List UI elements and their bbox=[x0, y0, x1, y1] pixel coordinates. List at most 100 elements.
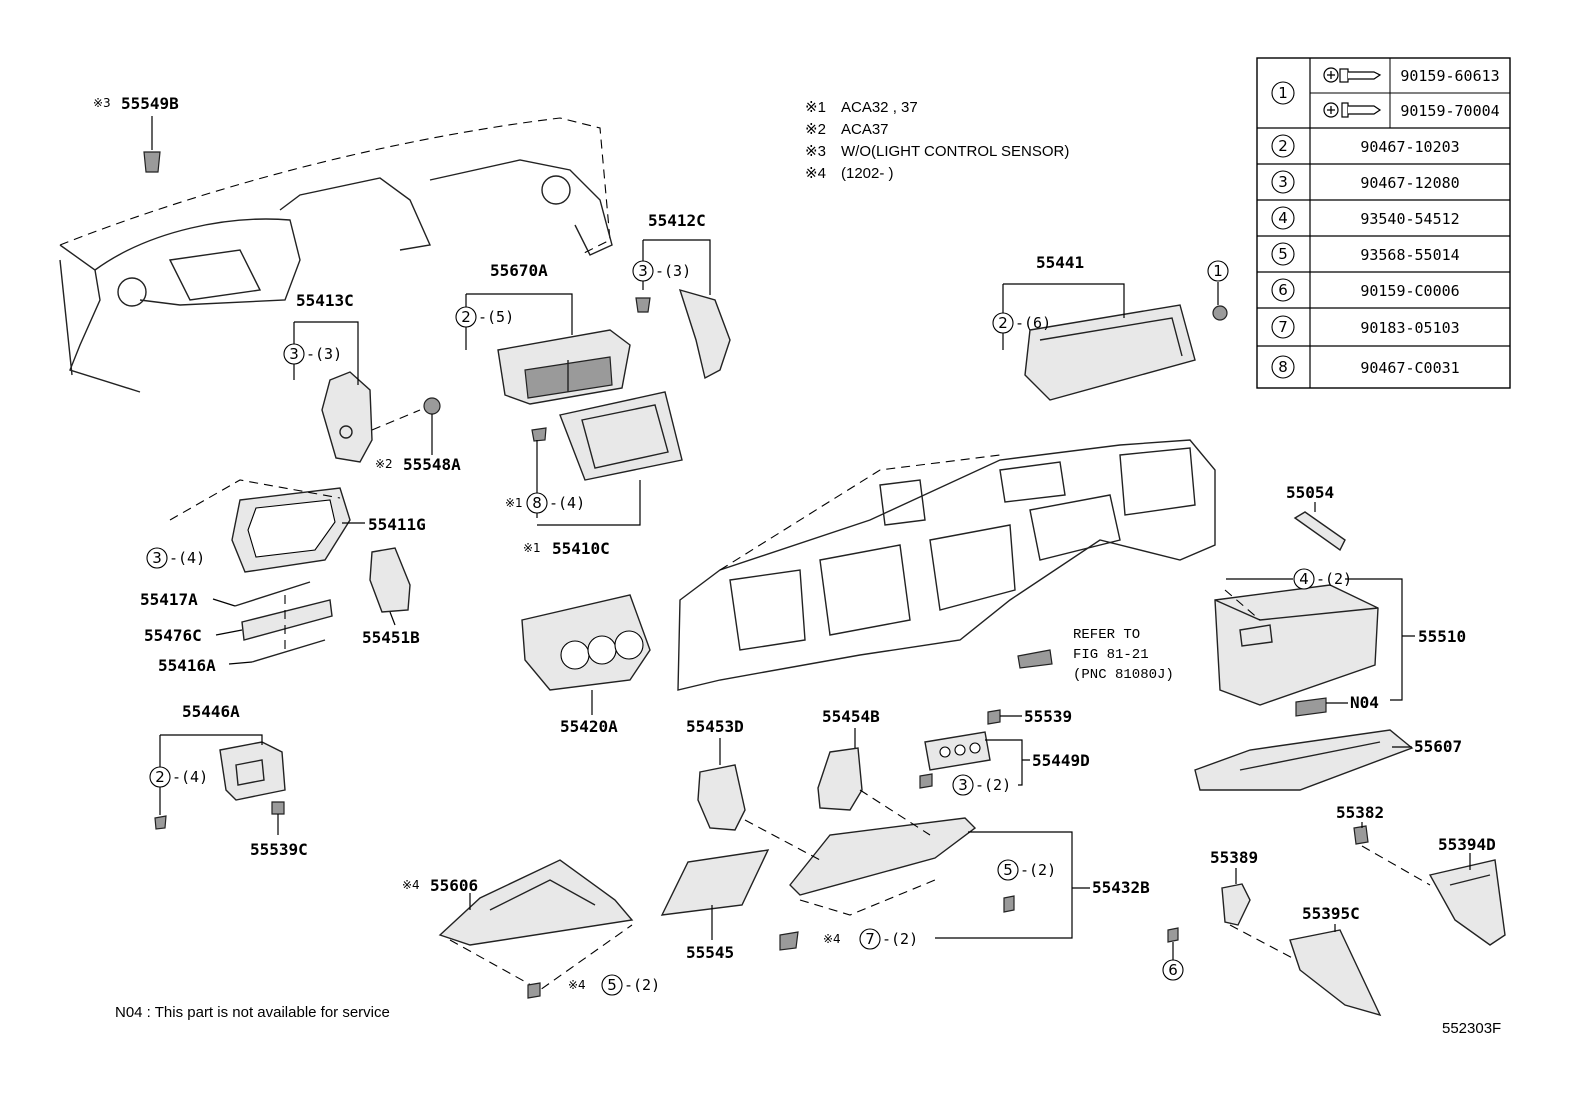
part-label-55382: 55382 bbox=[1336, 803, 1384, 822]
refer-line-1: REFER TO bbox=[1073, 627, 1140, 643]
part-label-N04: N04 bbox=[1350, 693, 1379, 712]
connector-drawing bbox=[1017, 649, 1053, 669]
part-label-55539C: 55539C bbox=[250, 840, 308, 859]
callout-circle-6: 6 bbox=[1168, 961, 1178, 979]
callout-circle-3: 3 bbox=[958, 776, 968, 794]
callout-circle-3: 3 bbox=[152, 549, 162, 567]
part-label-55441: 55441 bbox=[1036, 253, 1084, 272]
note-1-text: ACA32 , 37 bbox=[841, 99, 918, 116]
mark-label: ※1 bbox=[505, 496, 523, 510]
part-55382-drawing bbox=[1353, 825, 1431, 886]
refer-line-2: FIG 81-21 bbox=[1073, 647, 1149, 663]
callout-qty: -(4) bbox=[169, 549, 205, 567]
callout-circle-2: 2 bbox=[998, 314, 1008, 332]
leader-lines bbox=[151, 116, 1471, 962]
part-55420A-drawing bbox=[521, 594, 651, 691]
dashboard-upper-panel-drawing bbox=[59, 117, 613, 393]
callout-qty: -(4) bbox=[172, 768, 208, 786]
notes-block: ※1 ACA32 , 37 ※2 ACA37 ※3 W/O(LIGHT CONT… bbox=[805, 99, 1069, 182]
callout-qty: -(4) bbox=[549, 494, 585, 512]
callout-circle-3: 3 bbox=[289, 345, 299, 363]
part-55389-drawing bbox=[1167, 883, 1301, 963]
screw-icon bbox=[1323, 102, 1382, 118]
part-label-55416A: 55416A bbox=[158, 656, 216, 675]
table-part-6: 90159-C0006 bbox=[1360, 282, 1459, 300]
table-part-7: 90183-05103 bbox=[1360, 319, 1459, 337]
callout-qty: -(2) bbox=[1020, 861, 1056, 879]
part-label-55545: 55545 bbox=[686, 943, 734, 962]
part-label-55389: 55389 bbox=[1210, 848, 1258, 867]
part-label-55453D: 55453D bbox=[686, 717, 744, 736]
part-55449D-drawing bbox=[919, 709, 1001, 789]
note-4-text: (1202- ) bbox=[841, 165, 894, 182]
callout-circle-1: 1 bbox=[1213, 262, 1223, 280]
table-ref-8: 8 bbox=[1278, 358, 1288, 376]
part-label-55548A: 55548A bbox=[403, 455, 461, 474]
availability-note: N04 : This part is not available for ser… bbox=[115, 1004, 390, 1021]
part-55606-drawing bbox=[438, 859, 634, 999]
callout-circle-5: 5 bbox=[607, 976, 617, 994]
callout-circle-3: 3 bbox=[638, 262, 648, 280]
part-label-55476C: 55476C bbox=[144, 626, 202, 645]
table-ref-1: 1 bbox=[1278, 84, 1288, 102]
fastener-callouts: 3 -(3) 2 -(5) 3 -(3) 2 -(6) 1 ※1 8 -(4) … bbox=[146, 260, 1352, 996]
note-1-mark: ※1 bbox=[805, 99, 826, 116]
table-part-3: 90467-12080 bbox=[1360, 174, 1459, 192]
part-55412C-drawing bbox=[635, 288, 731, 380]
part-55548A-drawing bbox=[423, 397, 441, 450]
part-55411G-drawing bbox=[169, 479, 351, 573]
part-55545-drawing bbox=[660, 849, 770, 916]
part-55451B-drawing bbox=[369, 547, 411, 613]
mark-label: ※3 bbox=[93, 96, 111, 110]
table-part-1a: 90159-60613 bbox=[1400, 67, 1499, 85]
table-ref-5: 5 bbox=[1278, 245, 1288, 263]
part-label-55413C: 55413C bbox=[296, 291, 354, 310]
part-label-55417A: 55417A bbox=[140, 590, 198, 609]
part-label-55394D: 55394D bbox=[1438, 835, 1496, 854]
garnish-strips-drawing bbox=[234, 581, 333, 663]
part-55413C-drawing bbox=[321, 371, 421, 463]
callout-circle-2: 2 bbox=[461, 308, 471, 326]
part-label-55449D: 55449D bbox=[1032, 751, 1090, 770]
part-55670A-drawing bbox=[497, 329, 631, 405]
part-labels: ※3 55549B 55413C ※2 55548A 55670A 55412C… bbox=[93, 94, 1496, 962]
callout-qty: -(6) bbox=[1015, 314, 1051, 332]
note-3-text: W/O(LIGHT CONTROL SENSOR) bbox=[841, 143, 1069, 160]
refer-line-3: (PNC 81080J) bbox=[1073, 667, 1174, 683]
callout-qty: -(2) bbox=[882, 930, 918, 948]
bolt-icon bbox=[1323, 67, 1382, 83]
table-ref-4: 4 bbox=[1278, 209, 1288, 227]
note-4-mark: ※4 bbox=[805, 165, 826, 182]
table-ref-2: 2 bbox=[1278, 137, 1288, 155]
figure-id: 552303F bbox=[1442, 1020, 1501, 1037]
part-55394D-drawing bbox=[1428, 859, 1506, 946]
table-ref-6: 6 bbox=[1278, 281, 1288, 299]
table-part-4: 93540-54512 bbox=[1360, 210, 1459, 228]
part-55510-drawing bbox=[1214, 584, 1379, 717]
part-label-55451B: 55451B bbox=[362, 628, 420, 647]
mark-label: ※4 bbox=[568, 978, 586, 992]
part-label-55411G: 55411G bbox=[368, 515, 426, 534]
part-55432B-drawing bbox=[744, 789, 1015, 951]
mark-label: ※4 bbox=[823, 932, 841, 946]
part-label-55412C: 55412C bbox=[648, 211, 706, 230]
part-label-55410C: 55410C bbox=[552, 539, 610, 558]
part-label-55606: 55606 bbox=[430, 876, 478, 895]
callout-qty: -(3) bbox=[655, 262, 691, 280]
part-label-55510: 55510 bbox=[1418, 627, 1466, 646]
part-55410C-drawing bbox=[531, 391, 683, 481]
part-label-55539: 55539 bbox=[1024, 707, 1072, 726]
callout-qty: -(2) bbox=[624, 976, 660, 994]
refer-note: REFER TO FIG 81-21 (PNC 81080J) bbox=[1073, 627, 1174, 683]
callout-circle-8: 8 bbox=[532, 494, 542, 512]
part-label-55432B: 55432B bbox=[1092, 878, 1150, 897]
part-label-55607: 55607 bbox=[1414, 737, 1462, 756]
mark-label: ※4 bbox=[402, 878, 420, 892]
callout-circle-2: 2 bbox=[155, 768, 165, 786]
callout-qty: -(2) bbox=[1316, 570, 1352, 588]
part-label-55395C: 55395C bbox=[1302, 904, 1360, 923]
table-part-8: 90467-C0031 bbox=[1360, 359, 1459, 377]
table-part-5: 93568-55014 bbox=[1360, 246, 1459, 264]
part-55395C-drawing bbox=[1289, 929, 1382, 1017]
table-ref-7: 7 bbox=[1278, 318, 1288, 336]
